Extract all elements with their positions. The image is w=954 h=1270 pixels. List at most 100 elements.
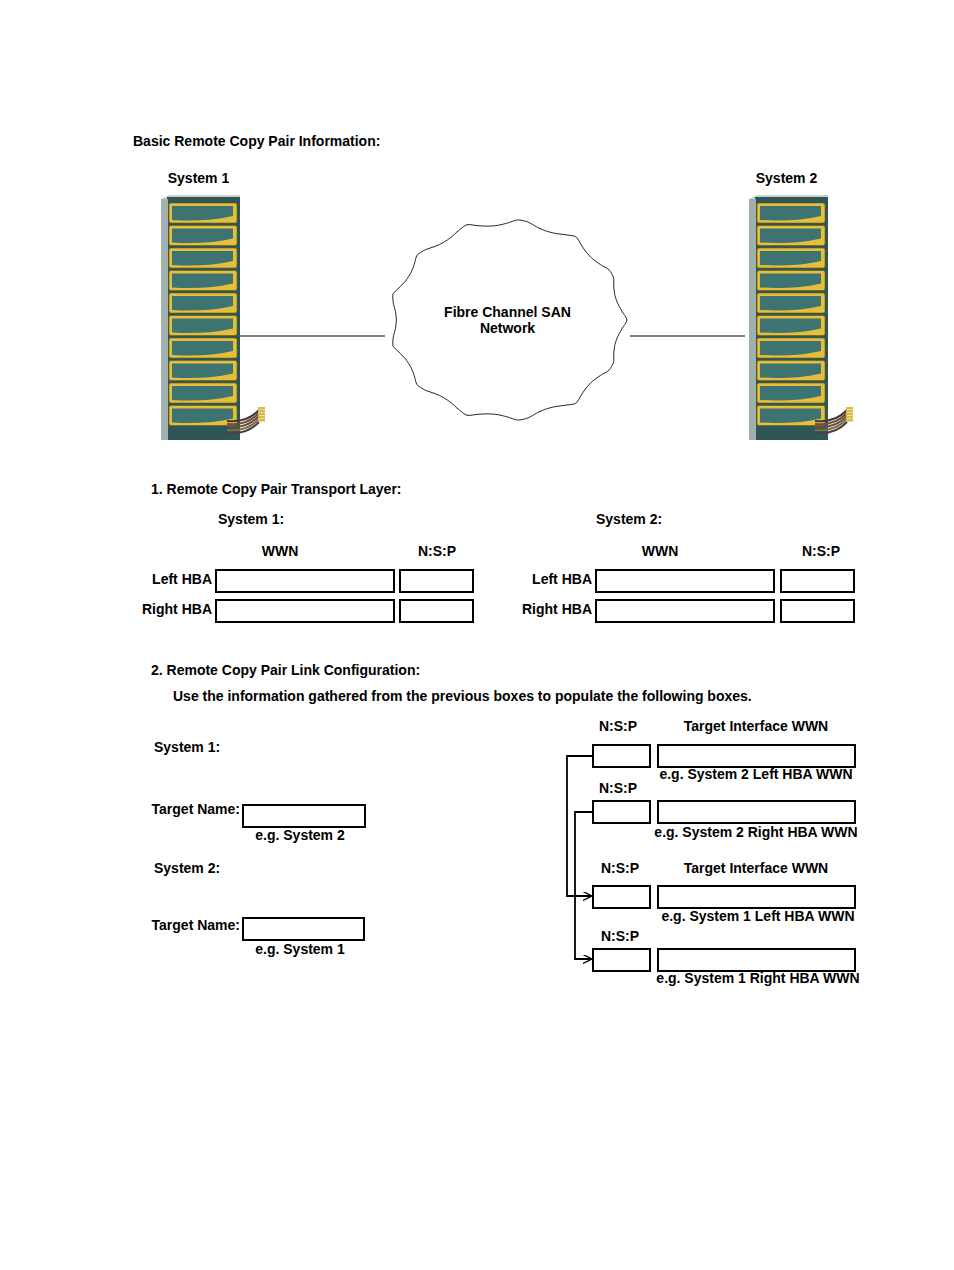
wwn-box bbox=[658, 801, 855, 823]
drawer-face bbox=[172, 364, 233, 379]
system-heading: System 2: bbox=[596, 511, 662, 527]
drawer-face bbox=[172, 409, 233, 424]
rack-body bbox=[167, 197, 240, 440]
cable-plug bbox=[258, 416, 265, 419]
wwn-box bbox=[596, 570, 774, 592]
drawer-face bbox=[172, 206, 233, 221]
drawer-face bbox=[172, 229, 233, 244]
wwn-box bbox=[658, 745, 855, 767]
page-heading: Basic Remote Copy Pair Information: bbox=[133, 133, 380, 149]
example-hint: e.g. System 2 Right HBA WWN bbox=[654, 824, 857, 840]
rack-edge bbox=[161, 199, 168, 440]
rack-side bbox=[749, 195, 828, 440]
drawer-frame bbox=[169, 316, 237, 336]
bracket-arrow bbox=[567, 756, 593, 896]
drawer-frame bbox=[757, 293, 825, 313]
drawer-frame bbox=[757, 406, 825, 426]
drawer-frame bbox=[757, 383, 825, 403]
column-heading: Target Interface WWN bbox=[684, 718, 828, 734]
drawer-face bbox=[172, 296, 233, 311]
drawer-face bbox=[172, 386, 233, 401]
drawer-face bbox=[172, 341, 233, 356]
column-heading: N:S:P bbox=[802, 543, 840, 559]
link-line bbox=[630, 336, 745, 337]
drawer-frame bbox=[757, 338, 825, 358]
drawer-frame bbox=[169, 248, 237, 268]
rack-side bbox=[161, 195, 240, 440]
storage-system: System 1 bbox=[157, 170, 240, 440]
row-label: Left HBA bbox=[532, 571, 592, 587]
field-label: Target Name: bbox=[152, 801, 240, 817]
nsp-box bbox=[781, 570, 854, 592]
cable-bundle bbox=[815, 407, 853, 433]
column-heading: N:S:P bbox=[599, 718, 637, 734]
drawer-frame bbox=[169, 361, 237, 381]
drawer-stack bbox=[757, 203, 825, 426]
drawer-frame bbox=[169, 293, 237, 313]
row-label: Left HBA bbox=[152, 571, 212, 587]
drawer-frame bbox=[757, 361, 825, 381]
system-name: System 1 bbox=[137, 170, 260, 186]
column-heading: N:S:P bbox=[601, 860, 639, 876]
drawer-face bbox=[760, 251, 821, 266]
column-heading: Target Interface WWN bbox=[684, 860, 828, 876]
drawer-face bbox=[760, 274, 821, 289]
nsp-box bbox=[593, 949, 650, 971]
row-label: Right HBA bbox=[522, 601, 592, 617]
nsp-box bbox=[400, 600, 473, 622]
storage-rack bbox=[745, 195, 860, 445]
wwn-box bbox=[658, 886, 855, 908]
cable-plug bbox=[258, 407, 265, 410]
drawer-face bbox=[172, 251, 233, 266]
cable-plug bbox=[846, 407, 853, 410]
entry-boxes bbox=[216, 570, 855, 971]
drawer-frame bbox=[169, 203, 237, 223]
drawer-frame bbox=[169, 226, 237, 246]
cable-plug bbox=[258, 419, 265, 422]
drawer-face bbox=[760, 364, 821, 379]
nsp-box bbox=[400, 570, 473, 592]
drawer-face bbox=[760, 229, 821, 244]
network-name: Fibre Channel SAN Network bbox=[435, 304, 580, 336]
drawer-frame bbox=[169, 338, 237, 358]
bracket-lines bbox=[567, 756, 593, 959]
cable bbox=[227, 422, 259, 433]
drawer-face bbox=[760, 341, 821, 356]
column-heading: WWN bbox=[642, 543, 679, 559]
system-name: System 2 bbox=[725, 170, 848, 186]
target-name-box bbox=[243, 918, 364, 940]
rack-body bbox=[755, 197, 828, 440]
bracket-arrow bbox=[575, 812, 593, 959]
example-hint: e.g. System 1 Left HBA WWN bbox=[661, 908, 854, 924]
cable-bundle bbox=[227, 407, 265, 433]
instruction-text: Use the information gathered from the pr… bbox=[173, 688, 752, 704]
cloud-shape bbox=[393, 220, 627, 420]
example-hint: e.g. System 1 bbox=[255, 941, 345, 957]
drawer-face bbox=[760, 319, 821, 334]
section-heading: 1. Remote Copy Pair Transport Layer: bbox=[151, 481, 402, 497]
cable-plug bbox=[846, 419, 853, 422]
link-line bbox=[240, 336, 385, 337]
system-heading: System 1: bbox=[218, 511, 284, 527]
drawer-frame bbox=[757, 248, 825, 268]
row-label: Right HBA bbox=[142, 601, 212, 617]
column-heading: N:S:P bbox=[601, 928, 639, 944]
nsp-box bbox=[593, 886, 650, 908]
wwn-box bbox=[596, 600, 774, 622]
nsp-box bbox=[593, 745, 650, 767]
example-hint: e.g. System 2 bbox=[255, 827, 345, 843]
drawer-stack bbox=[169, 203, 237, 426]
column-heading: WWN bbox=[262, 543, 299, 559]
field-label: Target Name: bbox=[152, 917, 240, 933]
system-heading: System 2: bbox=[154, 860, 220, 876]
drawer-frame bbox=[169, 383, 237, 403]
drawer-face bbox=[760, 296, 821, 311]
wwn-box bbox=[216, 600, 394, 622]
drawer-frame bbox=[757, 226, 825, 246]
drawer-frame bbox=[757, 271, 825, 291]
nsp-box bbox=[593, 801, 650, 823]
drawer-frame bbox=[757, 316, 825, 336]
drawer-frame bbox=[757, 203, 825, 223]
